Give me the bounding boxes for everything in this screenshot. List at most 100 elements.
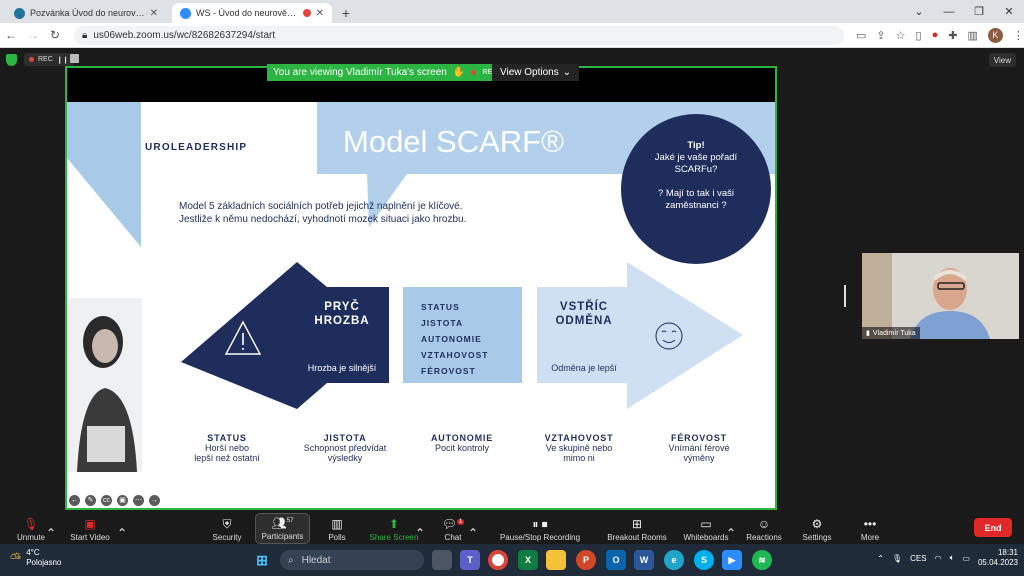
pause-icon[interactable]: ❙❙ (56, 56, 69, 64)
powerpoint-icon[interactable]: P (576, 550, 596, 570)
back-arrow-icon[interactable]: ← (69, 494, 80, 506)
bottom-line: Ve skupině nebo (545, 443, 613, 453)
back-icon[interactable]: ← (5, 28, 17, 42)
shield-icon[interactable] (6, 54, 17, 66)
close-icon[interactable]: ✕ (315, 7, 324, 19)
wifi-icon[interactable]: ◠ (934, 553, 942, 563)
reactions-button[interactable]: ☺ Reactions (744, 513, 784, 544)
skype-icon[interactable]: S (694, 550, 714, 570)
share-icon[interactable]: ⇪ (876, 29, 886, 42)
battery-icon[interactable]: ▭ (962, 553, 970, 563)
windows-start-icon[interactable]: ⊞ (256, 551, 268, 568)
settings-button[interactable]: ⚙ Settings (800, 513, 834, 544)
word-icon[interactable]: W (634, 550, 654, 570)
cc-icon[interactable]: cc (101, 494, 112, 506)
breakout-rooms-button[interactable]: ⊞ Breakout Rooms (606, 513, 668, 544)
bottom-item-jistota: JISTOTA Schopnost předvídat výsledky (295, 433, 395, 463)
share-options-button[interactable]: ⌃ (415, 513, 425, 544)
bottom-head: JISTOTA (323, 433, 367, 443)
sidebar-icon[interactable]: ▥ (967, 29, 978, 42)
bottom-line: Schopnost předvídat (303, 443, 387, 453)
weather-text: Polojasno (26, 558, 62, 567)
reward-title-1: VSTŘÍC (559, 301, 609, 313)
end-meeting-button[interactable]: End (974, 518, 1012, 537)
reload-icon[interactable]: ↻ (49, 28, 61, 42)
spotify-icon[interactable]: ≋ (752, 550, 772, 570)
tab-invitation[interactable]: Pozvánka Úvod do neurovědy ko ✕ (6, 3, 166, 23)
close-window-button[interactable]: ✕ (1004, 6, 1014, 18)
weather-widget[interactable]: ⛅︎ 4°C Polojasno (10, 548, 61, 568)
camera-icon[interactable]: ▭ (856, 29, 867, 42)
tab-title: WS - Úvod do neurovědy ko (196, 8, 298, 18)
task-view-icon[interactable] (432, 550, 452, 570)
clock[interactable]: 18:31 05.04.2023 (978, 548, 1018, 568)
participants-button[interactable]: 👥︎57 Participants (255, 513, 310, 544)
view-options-button[interactable]: View Options ⌄ (492, 64, 580, 81)
chrome-icon[interactable] (488, 550, 508, 570)
chevron-up-icon: ⌃ (725, 526, 737, 540)
view-button[interactable]: View (988, 53, 1016, 67)
video-options-button[interactable]: ⌃ (117, 513, 127, 544)
forward-arrow-icon[interactable]: → (149, 494, 160, 506)
end-label: End (984, 522, 1002, 533)
gear-icon: ⚙ (811, 517, 823, 531)
whiteboards-button[interactable]: ▭ Whiteboards (681, 513, 731, 544)
puzzle-icon[interactable]: ✚ (948, 29, 958, 42)
security-button[interactable]: ⛨ Security (208, 513, 246, 544)
threat-title: PRYČ HROZBA (307, 300, 377, 328)
star-icon[interactable]: ☆ (895, 29, 906, 42)
document-icon[interactable]: ▯ (915, 29, 922, 42)
viewing-text: You are viewing Vladimír Tuka's screen (273, 67, 447, 78)
pause-stop-recording-button[interactable]: ⏸︎ ⏹︎ Pause/Stop Recording (498, 513, 582, 544)
unmute-button[interactable]: 🎙︎ Unmute (12, 513, 50, 544)
audio-options-button[interactable]: ⌃ (46, 513, 56, 544)
file-explorer-icon[interactable] (546, 550, 566, 570)
bottom-line: Horší nebo (204, 443, 250, 453)
chevron-down-icon[interactable]: ⌄ (914, 6, 924, 18)
close-icon[interactable]: ✕ (149, 7, 158, 19)
recording-indicator[interactable]: REC ❙❙ (24, 53, 74, 66)
chat-label: Chat (444, 533, 462, 542)
zoom-app-icon[interactable]: ▶ (722, 550, 742, 570)
minimize-button[interactable]: — (943, 5, 955, 18)
tip-line-2: SCARFu? (674, 164, 718, 175)
whiteboard-options-button[interactable]: ⌃ (726, 513, 736, 544)
excel-icon[interactable]: X (518, 550, 538, 570)
opera-icon[interactable]: ● (931, 29, 939, 41)
lock-icon: 🔒︎ (82, 29, 88, 41)
url-field[interactable]: 🔒︎ us06web.zoom.us/wc/82682637294/start (74, 25, 844, 45)
chat-button[interactable]: 💬︎1 Chat (440, 513, 466, 544)
avatar[interactable]: K (987, 27, 1003, 43)
language-indicator[interactable]: CES (910, 553, 927, 563)
taskbar-search[interactable]: ⌕ Hledat (280, 550, 424, 570)
teams-icon[interactable]: T (460, 550, 480, 570)
tip-head: Tip! (687, 140, 705, 151)
outlook-icon[interactable]: O (606, 550, 626, 570)
more-dots-icon[interactable]: ⋯ (133, 494, 144, 506)
stop-recording-icon[interactable] (70, 54, 79, 63)
share-screen-button[interactable]: ⬆ Share Screen (368, 513, 420, 544)
restore-button[interactable]: ❐ (974, 6, 984, 18)
new-tab-button[interactable]: + (341, 5, 351, 21)
bottom-line: výsledky (327, 453, 363, 463)
microphone-icon[interactable]: 🎙︎ (891, 553, 903, 563)
more-button[interactable]: ••• More (856, 513, 884, 544)
reward-title: VSTŘÍC ODMĚNA (543, 300, 625, 328)
forward-icon[interactable]: → (27, 28, 39, 42)
zoom-icon (180, 7, 191, 19)
speaker-icon[interactable]: 🔈︎ (949, 553, 955, 562)
chat-options-button[interactable]: ⌃ (468, 513, 478, 544)
panel-resize-handle[interactable] (844, 285, 846, 307)
camera-off-icon[interactable]: ▣ (117, 494, 128, 506)
start-video-button[interactable]: ▣ Start Video (66, 513, 114, 544)
pen-icon[interactable]: ✎ (85, 494, 96, 506)
viewing-banner: You are viewing Vladimír Tuka's screen ✋… (267, 64, 504, 81)
browser-tab-bar: Pozvánka Úvod do neurovědy ko ✕ WS - Úvo… (0, 0, 1024, 23)
edge-icon[interactable]: e (664, 550, 684, 570)
participant-video[interactable]: ▮ Vladimír Tuka (862, 253, 1019, 339)
menu-icon[interactable]: ⋮ (1012, 29, 1024, 42)
chevron-up-icon[interactable]: ⌃ (877, 553, 884, 563)
tab-zoom[interactable]: WS - Úvod do neurovědy ko ✕ (172, 3, 332, 23)
polls-button[interactable]: ▥ Polls (322, 513, 352, 544)
chevron-up-icon: ⌃ (45, 526, 57, 540)
